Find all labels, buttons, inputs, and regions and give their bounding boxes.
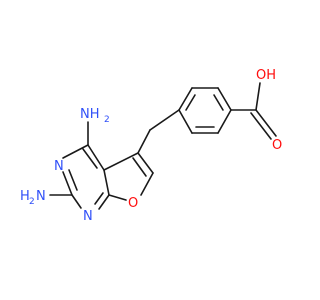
bond-benz-inner-1 (213, 94, 224, 111)
bond-ring-ch2 (149, 109, 180, 131)
bond-furan-4 (103, 169, 110, 196)
bond-pyr-5 (98, 194, 110, 210)
bond-benz-3 (178, 87, 193, 111)
bond-pyr-3b (68, 169, 78, 191)
bond-benz-inner-2 (185, 94, 196, 111)
atom-h2n-left: H 2 N (20, 189, 46, 207)
atom-labels: OH O NH 2 N H 2 N N O (20, 68, 282, 224)
atom-nh2-top: NH 2 (80, 107, 110, 125)
bond-benz-1 (217, 87, 232, 111)
bond-c-o-double-1 (255, 109, 277, 137)
atom-n-ring-lower: N (83, 209, 93, 224)
atom-h2n-left-h: H (20, 189, 30, 204)
bond-furan-3 (108, 194, 127, 201)
bond-c-o-double-2 (250, 112, 272, 140)
bond-pyr-1b (82, 148, 98, 169)
bond-furan-2 (140, 172, 154, 196)
atom-h2n-left-n: N (36, 189, 46, 204)
bond-pyr-3 (62, 171, 73, 196)
atom-o-carbonyl: O (272, 138, 282, 153)
bond-c-oh (255, 82, 261, 111)
bond-pyr-4 (71, 194, 82, 209)
atom-o-furan: O (128, 196, 138, 211)
bond-benz-4 (178, 109, 193, 134)
bond-benz-6 (217, 109, 232, 134)
atom-h2n-left-sub: 2 (29, 197, 35, 207)
bond-ch2-furan (137, 129, 151, 154)
bond-furan-1b (132, 157, 147, 177)
atom-nh2-top-sub: 2 (104, 115, 110, 125)
atom-oh-acid: OH (256, 68, 276, 83)
bond-pyr-5b (94, 192, 104, 205)
molecule-structure: OH O NH 2 N H 2 N N O (20, 68, 282, 224)
bond-furan-1 (137, 152, 154, 174)
atom-nh2-top-main: NH (80, 107, 100, 122)
atom-n-ring-upper: N (54, 159, 64, 174)
bond-pyr-1 (87, 144, 105, 171)
bond-pyr-2 (62, 144, 89, 159)
bond-furan-5 (103, 152, 139, 171)
bond-lines (49, 82, 277, 210)
